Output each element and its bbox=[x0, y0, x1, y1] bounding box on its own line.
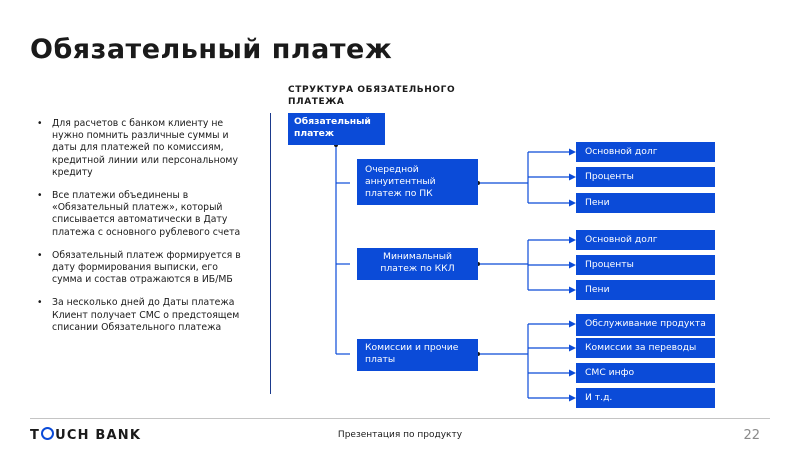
leaf-node-label: И т.д. bbox=[585, 392, 613, 403]
leaf-node: Комиссии за переводы bbox=[576, 338, 715, 358]
leaf-node-label: Комиссии за переводы bbox=[585, 342, 697, 353]
bullet-item: За несколько дней до Даты платежа Клиент… bbox=[36, 297, 246, 334]
page-title: Обязательный платеж bbox=[30, 34, 393, 65]
leaf-node-label: Пени bbox=[585, 197, 610, 208]
group-node: Очередной аннуитентный платеж по ПК bbox=[357, 159, 478, 205]
leaf-node: Основной долг bbox=[576, 142, 715, 162]
logo-text-start: T bbox=[30, 428, 41, 443]
leaf-node-label: Проценты bbox=[585, 259, 634, 270]
touch-bank-logo: T UCH BANK bbox=[30, 427, 141, 443]
leaf-node: Пени bbox=[576, 280, 715, 300]
logo-ring-icon bbox=[41, 427, 55, 440]
bullet-list: Для расчетов с банком клиенту не нужно п… bbox=[36, 118, 246, 345]
leaf-node: СМС инфо bbox=[576, 363, 715, 383]
bullet-item: Для расчетов с банком клиенту не нужно п… bbox=[36, 118, 246, 179]
leaf-node: Обслуживание продукта bbox=[576, 314, 715, 336]
root-node-label: Обязательный платеж bbox=[294, 116, 371, 139]
bullet-item: Обязательный платеж формируется в дату ф… bbox=[36, 250, 246, 287]
vertical-divider bbox=[270, 113, 271, 394]
diagram-heading: СТРУКТУРА ОБЯЗАТЕЛЬНОГО ПЛАТЕЖА bbox=[288, 85, 456, 107]
group-node-label: Комиссии и прочие платы bbox=[365, 342, 459, 365]
group-node-label: Очередной аннуитентный платеж по ПК bbox=[365, 164, 436, 199]
leaf-node: Проценты bbox=[576, 255, 715, 275]
leaf-node: И т.д. bbox=[576, 388, 715, 408]
leaf-node-label: Основной долг bbox=[585, 146, 658, 157]
leaf-node-label: Пени bbox=[585, 284, 610, 295]
leaf-node: Основной долг bbox=[576, 230, 715, 250]
group-node: Комиссии и прочие платы bbox=[357, 339, 478, 371]
bullet-item: Все платежи объединены в «Обязательный п… bbox=[36, 190, 246, 239]
leaf-node-label: Основной долг bbox=[585, 234, 658, 245]
group-node-label: Минимальный платеж по ККЛ bbox=[380, 251, 455, 274]
leaf-node-label: Обслуживание продукта bbox=[585, 318, 706, 329]
leaf-node: Проценты bbox=[576, 167, 715, 187]
page-number: 22 bbox=[743, 428, 760, 443]
footer-caption: Презентация по продукту bbox=[337, 430, 463, 440]
leaf-node-label: Проценты bbox=[585, 171, 634, 182]
leaf-node: Пени bbox=[576, 193, 715, 213]
footer-divider bbox=[30, 418, 770, 419]
logo-text-end: UCH BANK bbox=[55, 428, 142, 443]
root-node: Обязательный платеж bbox=[288, 113, 385, 145]
leaf-node-label: СМС инфо bbox=[585, 367, 635, 378]
group-node: Минимальный платеж по ККЛ bbox=[357, 248, 478, 280]
